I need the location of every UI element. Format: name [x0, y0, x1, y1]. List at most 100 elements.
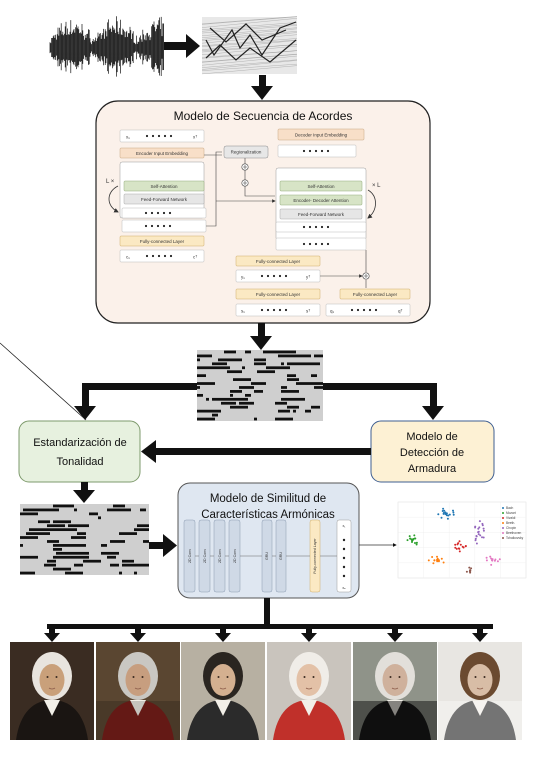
chord-cell: [38, 508, 47, 512]
chord-cell: [20, 544, 23, 547]
q-start-label: q₁: [330, 309, 335, 314]
ellipsis-dot: [314, 225, 318, 229]
chord-cell: [311, 405, 320, 409]
chord-cell: [278, 354, 296, 358]
chord-cell: [62, 567, 71, 571]
chord-cell: [206, 409, 221, 413]
ellipsis-dot: [314, 242, 318, 246]
scatter-point: [490, 563, 493, 566]
chord-cell: [47, 524, 65, 528]
chord-cell: [236, 358, 242, 362]
scatter-point: [441, 510, 444, 512]
chord-cell: [281, 366, 290, 370]
ellipsis-dot: [144, 224, 148, 228]
arrows-chords-to-branches: [74, 383, 444, 420]
scatter-point: [465, 570, 468, 573]
ellipsis-dot: [320, 149, 324, 153]
s-end-label: sᵀ: [306, 309, 310, 314]
chord-cell: [254, 417, 257, 421]
similarity-model-block: Modelo de Similitud de Características A…: [177, 482, 360, 599]
scatter-point: [427, 559, 430, 562]
chord-cell: [86, 551, 89, 555]
scatter-point: [493, 559, 496, 562]
chord-cell: [263, 362, 266, 366]
scatter-point: [458, 550, 461, 553]
scatter-point: [443, 509, 446, 512]
similarity-title-1: Modelo de Similitud de: [210, 493, 326, 505]
chord-cell: [245, 393, 251, 397]
chord-cell: [287, 409, 290, 413]
chord-cell: [47, 528, 65, 532]
chord-cell: [230, 405, 242, 409]
scatter-point: [442, 512, 445, 514]
scatter-point: [475, 542, 478, 545]
scatter-point: [482, 527, 485, 530]
ellipsis-dot: [151, 134, 155, 138]
chord-cell: [119, 571, 122, 575]
chord-cell: [254, 358, 263, 362]
ellipsis-dot: [150, 211, 154, 215]
chord-cell: [257, 370, 275, 374]
legend-label: Chopin: [506, 526, 516, 530]
scatter-point: [474, 525, 477, 528]
gru-layer-label: GRU: [265, 552, 269, 560]
chord-cell: [254, 390, 263, 393]
q-end-label: qᵀ: [398, 309, 403, 314]
scatter-point: [432, 562, 435, 565]
scatter-point: [474, 537, 477, 540]
legend-marker: [502, 527, 504, 529]
chord-cell: [83, 536, 86, 539]
scatter-point: [448, 513, 451, 516]
decoder-self-attention: Self-Attention: [307, 184, 335, 189]
chord-cell: [47, 520, 50, 524]
decoder-fully-connected-2: Fully-connected Layer: [256, 292, 301, 297]
chord-cell: [53, 567, 62, 571]
tonality-standardization-block: Estandarización de Tonalidad: [18, 420, 141, 483]
encoder-feed-forward: Feed-Forward Network: [141, 197, 188, 202]
chord-cell: [86, 524, 89, 528]
legend-label: Mozart: [506, 511, 516, 515]
chord-cell: [239, 401, 254, 405]
chord-cell: [47, 508, 56, 512]
chord-cell: [299, 397, 305, 401]
chord-cell: [215, 397, 227, 401]
chord-cell: [137, 563, 149, 567]
composer-portraits: [10, 642, 522, 740]
chord-cell: [305, 362, 320, 366]
scatter-point: [468, 566, 471, 569]
scatter-point: [452, 511, 455, 514]
chord-cell: [221, 401, 236, 405]
scatter-point: [458, 547, 461, 550]
ellipsis-dot: [156, 224, 160, 228]
arrow-tonality-down: [73, 482, 95, 503]
chord-cell: [20, 555, 38, 559]
chord-cell: [53, 544, 56, 547]
chord-cell: [197, 358, 200, 362]
scatter-point: [452, 509, 454, 512]
ellipsis-dot: [168, 224, 172, 228]
ellipsis-dot: [302, 149, 306, 153]
chord-cell: [296, 382, 314, 385]
ellipsis-dot: [163, 254, 167, 258]
chord-cell: [314, 386, 323, 389]
chord-cell: [278, 350, 296, 354]
chord-cell: [143, 540, 149, 543]
key-detection-title-3: Armadura: [408, 463, 457, 475]
chord-cell: [197, 386, 200, 389]
scatter-point: [479, 534, 482, 537]
scatter-point: [458, 540, 461, 543]
legend-marker: [502, 512, 504, 514]
chord-cell: [107, 508, 125, 512]
scatter-point: [491, 559, 493, 562]
chord-cell: [218, 358, 236, 362]
ellipsis-dot: [278, 274, 282, 278]
decoder: Decoder Input Embedding Self-Attention E…: [235, 128, 411, 317]
scatter-point: [414, 542, 416, 544]
chord-cell: [233, 378, 245, 381]
chord-activation-matrix: [197, 350, 323, 421]
scatter-point: [485, 559, 488, 562]
composer-portrait: [267, 642, 351, 740]
chord-cell: [110, 563, 119, 567]
chord-cell: [230, 390, 242, 393]
chord-cell: [83, 559, 101, 563]
